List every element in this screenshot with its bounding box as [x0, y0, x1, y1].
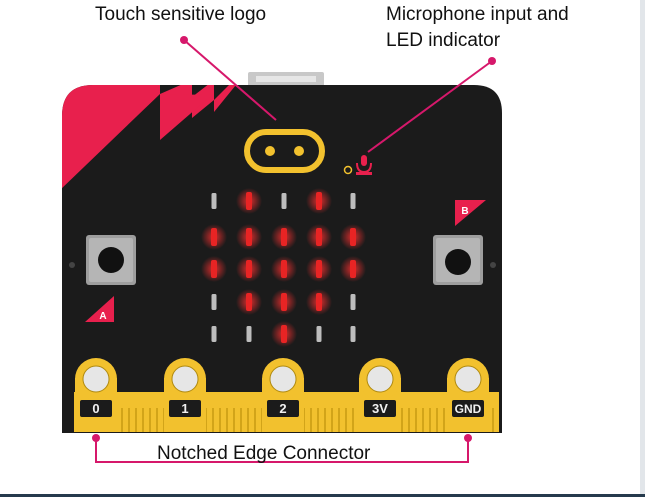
window-edge: [640, 0, 645, 497]
bottom-bar: [0, 494, 645, 497]
led-on: [281, 293, 287, 311]
pin-label: GND: [455, 402, 482, 416]
button-b-label: B: [461, 206, 468, 217]
pin-2: 2: [262, 358, 304, 432]
led-off: [281, 193, 287, 209]
pin-1: 1: [164, 358, 206, 432]
led-on: [316, 260, 322, 278]
button-a-marker: A: [85, 296, 114, 322]
label-microphone-line1: Microphone input and: [386, 4, 569, 25]
led-on: [316, 293, 322, 311]
label-microphone-line2: LED indicator: [386, 30, 501, 51]
led-on: [281, 325, 287, 343]
annotation-microphone: [367, 57, 496, 153]
led-on: [281, 260, 287, 278]
led-on: [281, 228, 287, 246]
led-on: [316, 192, 322, 210]
usb-connector: [248, 72, 324, 88]
led-on: [211, 260, 217, 278]
annotation-edge-connector: [92, 434, 472, 463]
label-edge-connector: Notched Edge Connector: [157, 443, 371, 464]
pin-label: 0: [92, 401, 99, 416]
edge-connector: 0 1 2 3V GND: [74, 358, 499, 432]
led-matrix: [201, 188, 366, 347]
led-off: [350, 193, 356, 209]
led-off: [350, 326, 356, 342]
button-b[interactable]: [433, 235, 483, 285]
led-off: [316, 326, 322, 342]
pin-3v: 3V: [359, 358, 401, 432]
label-touch-logo: Touch sensitive logo: [95, 4, 267, 25]
led-off: [246, 326, 252, 342]
led-on: [211, 228, 217, 246]
led-off: [211, 193, 217, 209]
button-a-label: A: [99, 311, 106, 322]
annotation-touch-logo: [180, 36, 277, 121]
mount-hole-left: [69, 262, 75, 268]
led-on: [246, 228, 252, 246]
microphone-icon: [343, 155, 372, 175]
pin-0: 0: [75, 358, 117, 432]
led-on: [246, 192, 252, 210]
pin-label: 3V: [372, 401, 388, 416]
led-off: [350, 294, 356, 310]
mount-hole-right: [490, 262, 496, 268]
touch-logo: [244, 129, 325, 173]
led-on: [246, 293, 252, 311]
pin-gnd: GND: [447, 358, 489, 432]
button-b-marker: B: [455, 200, 486, 226]
led-off: [211, 294, 217, 310]
pin-label: 2: [279, 401, 286, 416]
pin-label: 1: [181, 401, 188, 416]
led-on: [246, 260, 252, 278]
button-a[interactable]: [86, 235, 136, 285]
led-on: [350, 228, 356, 246]
led-on: [350, 260, 356, 278]
corner-graphic: [62, 85, 240, 190]
led-off: [211, 326, 217, 342]
led-on: [316, 228, 322, 246]
